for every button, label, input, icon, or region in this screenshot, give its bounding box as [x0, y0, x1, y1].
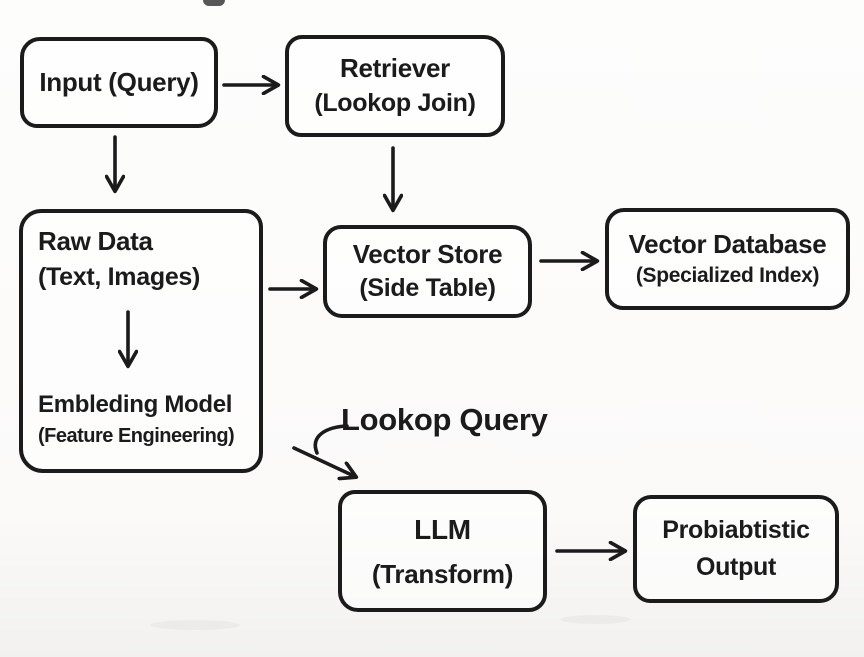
artifact-speck [203, 0, 225, 6]
node-vector-store-title: Vector Store [352, 239, 503, 270]
node-llm-subtitle: (Transform) [371, 558, 514, 589]
node-embedding-model-subtitle: (Feature Engineering) [38, 425, 235, 447]
node-vector-database: Vector Database (Specialized Index) [605, 208, 850, 310]
paper-smudge [560, 615, 630, 624]
node-raw-data-subtitle: (Text, Images) [38, 263, 201, 291]
node-embedding-model-title: Embleding Model [38, 391, 233, 418]
node-retriever-subtitle: (Lookop Join) [314, 89, 476, 118]
node-vector-database-subtitle: (Specialized Index) [635, 264, 820, 288]
label-lookup-query: Lookop Query [341, 402, 548, 437]
node-raw-data-title: Raw Data [38, 226, 153, 256]
node-vector-database-title: Vector Database [628, 228, 827, 259]
node-raw-data: Raw Data (Text, Images) Embleding Model … [19, 209, 263, 473]
arrow-lookup-query-to-llm [292, 446, 356, 477]
node-vector-store-subtitle: (Side Table) [359, 274, 496, 303]
node-vector-store: Vector Store (Side Table) [323, 225, 532, 318]
node-probabilistic-output-title: Probiabtistic [662, 516, 810, 544]
node-input-query-label: Input (Query) [39, 67, 199, 98]
node-llm-title: LLM [414, 513, 471, 545]
node-input-query: Input (Query) [20, 37, 218, 128]
node-probabilistic-output: Probiabtistic Output [633, 495, 839, 603]
node-retriever: Retriever (Lookop Join) [285, 35, 505, 137]
node-llm: LLM (Transform) [338, 490, 547, 612]
node-retriever-title: Retriever [339, 53, 451, 84]
paper-smudge [150, 620, 240, 630]
node-probabilistic-output-subtitle: Output [695, 552, 777, 581]
